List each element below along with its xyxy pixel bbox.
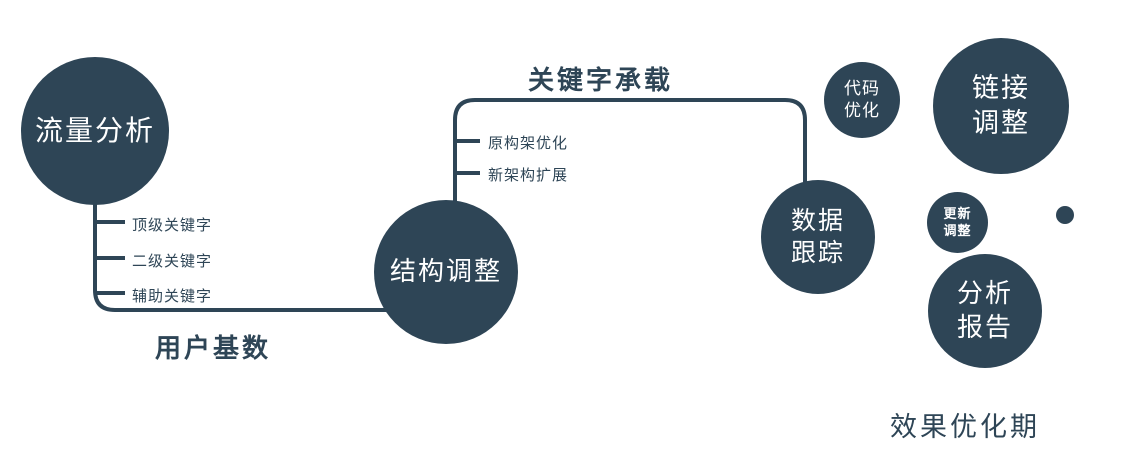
node-update-adjust: 更新 调整 [927, 192, 988, 253]
edge-label-keyword-carry: 关键字承载 [528, 65, 674, 95]
branch-new-arch-expand: 新架构扩展 [488, 167, 569, 184]
node-analysis-report: 分析 报告 [928, 254, 1042, 368]
branch-orig-arch-optimize: 原构架优化 [488, 135, 569, 152]
edge-label-user-base: 用户基数 [155, 333, 272, 363]
branch-aux-keyword: 辅助关键字 [132, 288, 213, 305]
branch-top-keyword: 顶级关键字 [132, 217, 213, 234]
decorative-dot [1056, 206, 1074, 224]
edge-structure-to-tracking [453, 98, 807, 207]
node-structure-adjust: 结构调整 [374, 200, 518, 344]
node-link-adjust: 链接 调整 [933, 38, 1069, 174]
node-data-tracking: 数据 跟踪 [761, 180, 875, 294]
node-code-optimize: 代码 优化 [824, 62, 900, 138]
branch-second-keyword: 二级关键字 [132, 253, 213, 270]
footer-effect-optimize-period: 效果优化期 [890, 412, 1040, 442]
edge-traffic-to-structure [93, 193, 394, 312]
node-traffic-analysis: 流量分析 [21, 57, 169, 205]
